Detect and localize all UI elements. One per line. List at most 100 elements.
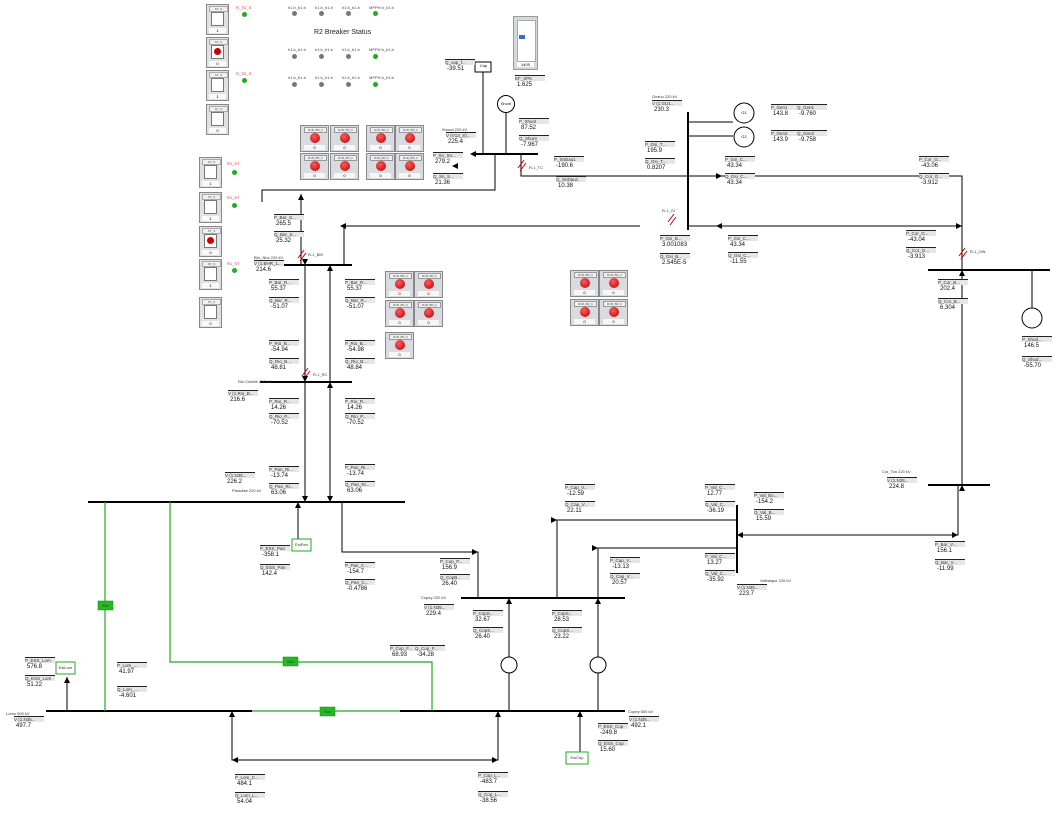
breaker-red-icon: [609, 307, 619, 317]
measurement: Q_cap_f...-39.51: [445, 59, 475, 73]
measurement: P_CopS...32.67: [473, 610, 503, 624]
status-led: [232, 170, 237, 175]
measurement: P_Cap_V...-13.13: [610, 557, 640, 571]
breaker-red-icon: [310, 161, 320, 171]
breaker-status-label: h1.b_b1.b: [315, 75, 333, 80]
breaker-red-icon: [340, 133, 350, 143]
status-led: [373, 54, 378, 59]
measurement: P_Cor_G...-43.06: [919, 156, 949, 170]
breaker-status-label: MPPH.b_b1.b: [369, 5, 394, 10]
measurement: Q_CopS...23.22: [552, 627, 582, 641]
measurement: Q_Bar_S...25.32: [274, 231, 304, 245]
status-led: [373, 11, 378, 16]
setpoint-slider[interactable]: 1400: [513, 16, 538, 70]
measurement: P_Cop_F...68.93: [390, 645, 420, 659]
shunt-label: Shunt: [500, 101, 512, 106]
measurement: Q_Rio_P...-70.52: [345, 413, 375, 427]
switch-knob-icon: [204, 200, 217, 214]
breaker-red-icon: [395, 308, 405, 318]
measurement: Q_Gsi_C...43.34: [725, 173, 755, 187]
status-led: [319, 11, 324, 16]
breaker-red-icon: [424, 308, 434, 318]
measurement: Q_Gen1-9.760: [797, 104, 827, 118]
bus-name: Sound 220 kV: [442, 127, 468, 132]
status-led: [319, 82, 324, 87]
measurement: P_Bar_V...156.1: [935, 541, 965, 555]
measurement: Q_Pan_Ri...63.06: [345, 481, 375, 495]
breaker-status-label: h1.b_b1.b: [315, 47, 333, 52]
status-led: [242, 12, 247, 17]
measurement: P_Rio_B...-54.94: [269, 340, 299, 354]
ess-lom-label: EsiLom: [58, 665, 73, 670]
switch-knob-icon: [211, 45, 224, 59]
status-led: [346, 82, 351, 87]
capacitor-label: Cap: [479, 63, 488, 68]
status-led: [319, 54, 324, 59]
bus-name: Lomo 500 kV: [6, 711, 30, 716]
measurement: Q_Val_C...-35.92: [705, 570, 735, 584]
status-led: [346, 11, 351, 16]
breaker-label: R-1_RC: [313, 372, 328, 377]
measurement: Q_Gen2-9.758: [797, 130, 827, 144]
measurement: Q_Rio_B...48.84: [345, 358, 375, 372]
measurement: Q_Cop_F...-34.28: [415, 645, 445, 659]
breaker-status-label: h1.b_b1.b: [342, 5, 360, 10]
measurement: Q_Shunt-7.967: [519, 135, 549, 149]
measurement: Q_Val_C...-36.19: [705, 501, 735, 515]
green-svc-boxes: [97, 600, 336, 717]
measurement: P_Rio_R...14.26: [269, 398, 299, 412]
breaker-label: R-1_GI: [662, 208, 675, 213]
measurement: Q_Lom_...-4.601: [117, 686, 147, 700]
slider-value: 1400: [517, 62, 534, 67]
breaker-red-icon: [405, 133, 415, 143]
measurement: Q_Cap_V...22.11: [565, 501, 595, 515]
measurement: P_Bar_S...265.5: [274, 214, 304, 228]
breaker-status-label: h1.b_b1.b: [288, 5, 306, 10]
measurement: Q_CopB...26.40: [440, 574, 470, 588]
switch-knob-icon: [204, 267, 217, 281]
measurement: P_Val_C...12.77: [705, 484, 735, 498]
breaker-red-icon: [424, 279, 434, 289]
breaker-status-label: h1.b_b1.b: [315, 5, 333, 10]
bus-name: Copey 220 kV: [421, 595, 447, 600]
slider-track: [517, 20, 536, 62]
measurement: Q_Bar_R...-51.07: [269, 297, 299, 311]
measurement: V (1.N35...497.7: [14, 716, 44, 730]
breaker-status-label: h1.b_b1.b: [342, 75, 360, 80]
switch-knob-icon: [204, 305, 217, 319]
breaker-red-icon: [580, 278, 590, 288]
measurement: P_Val_C...13.27: [705, 553, 735, 567]
measurement: P_ESS_Pan-358.1: [260, 545, 290, 559]
measurement: P_Pan_Ri...-13.74: [345, 464, 375, 478]
